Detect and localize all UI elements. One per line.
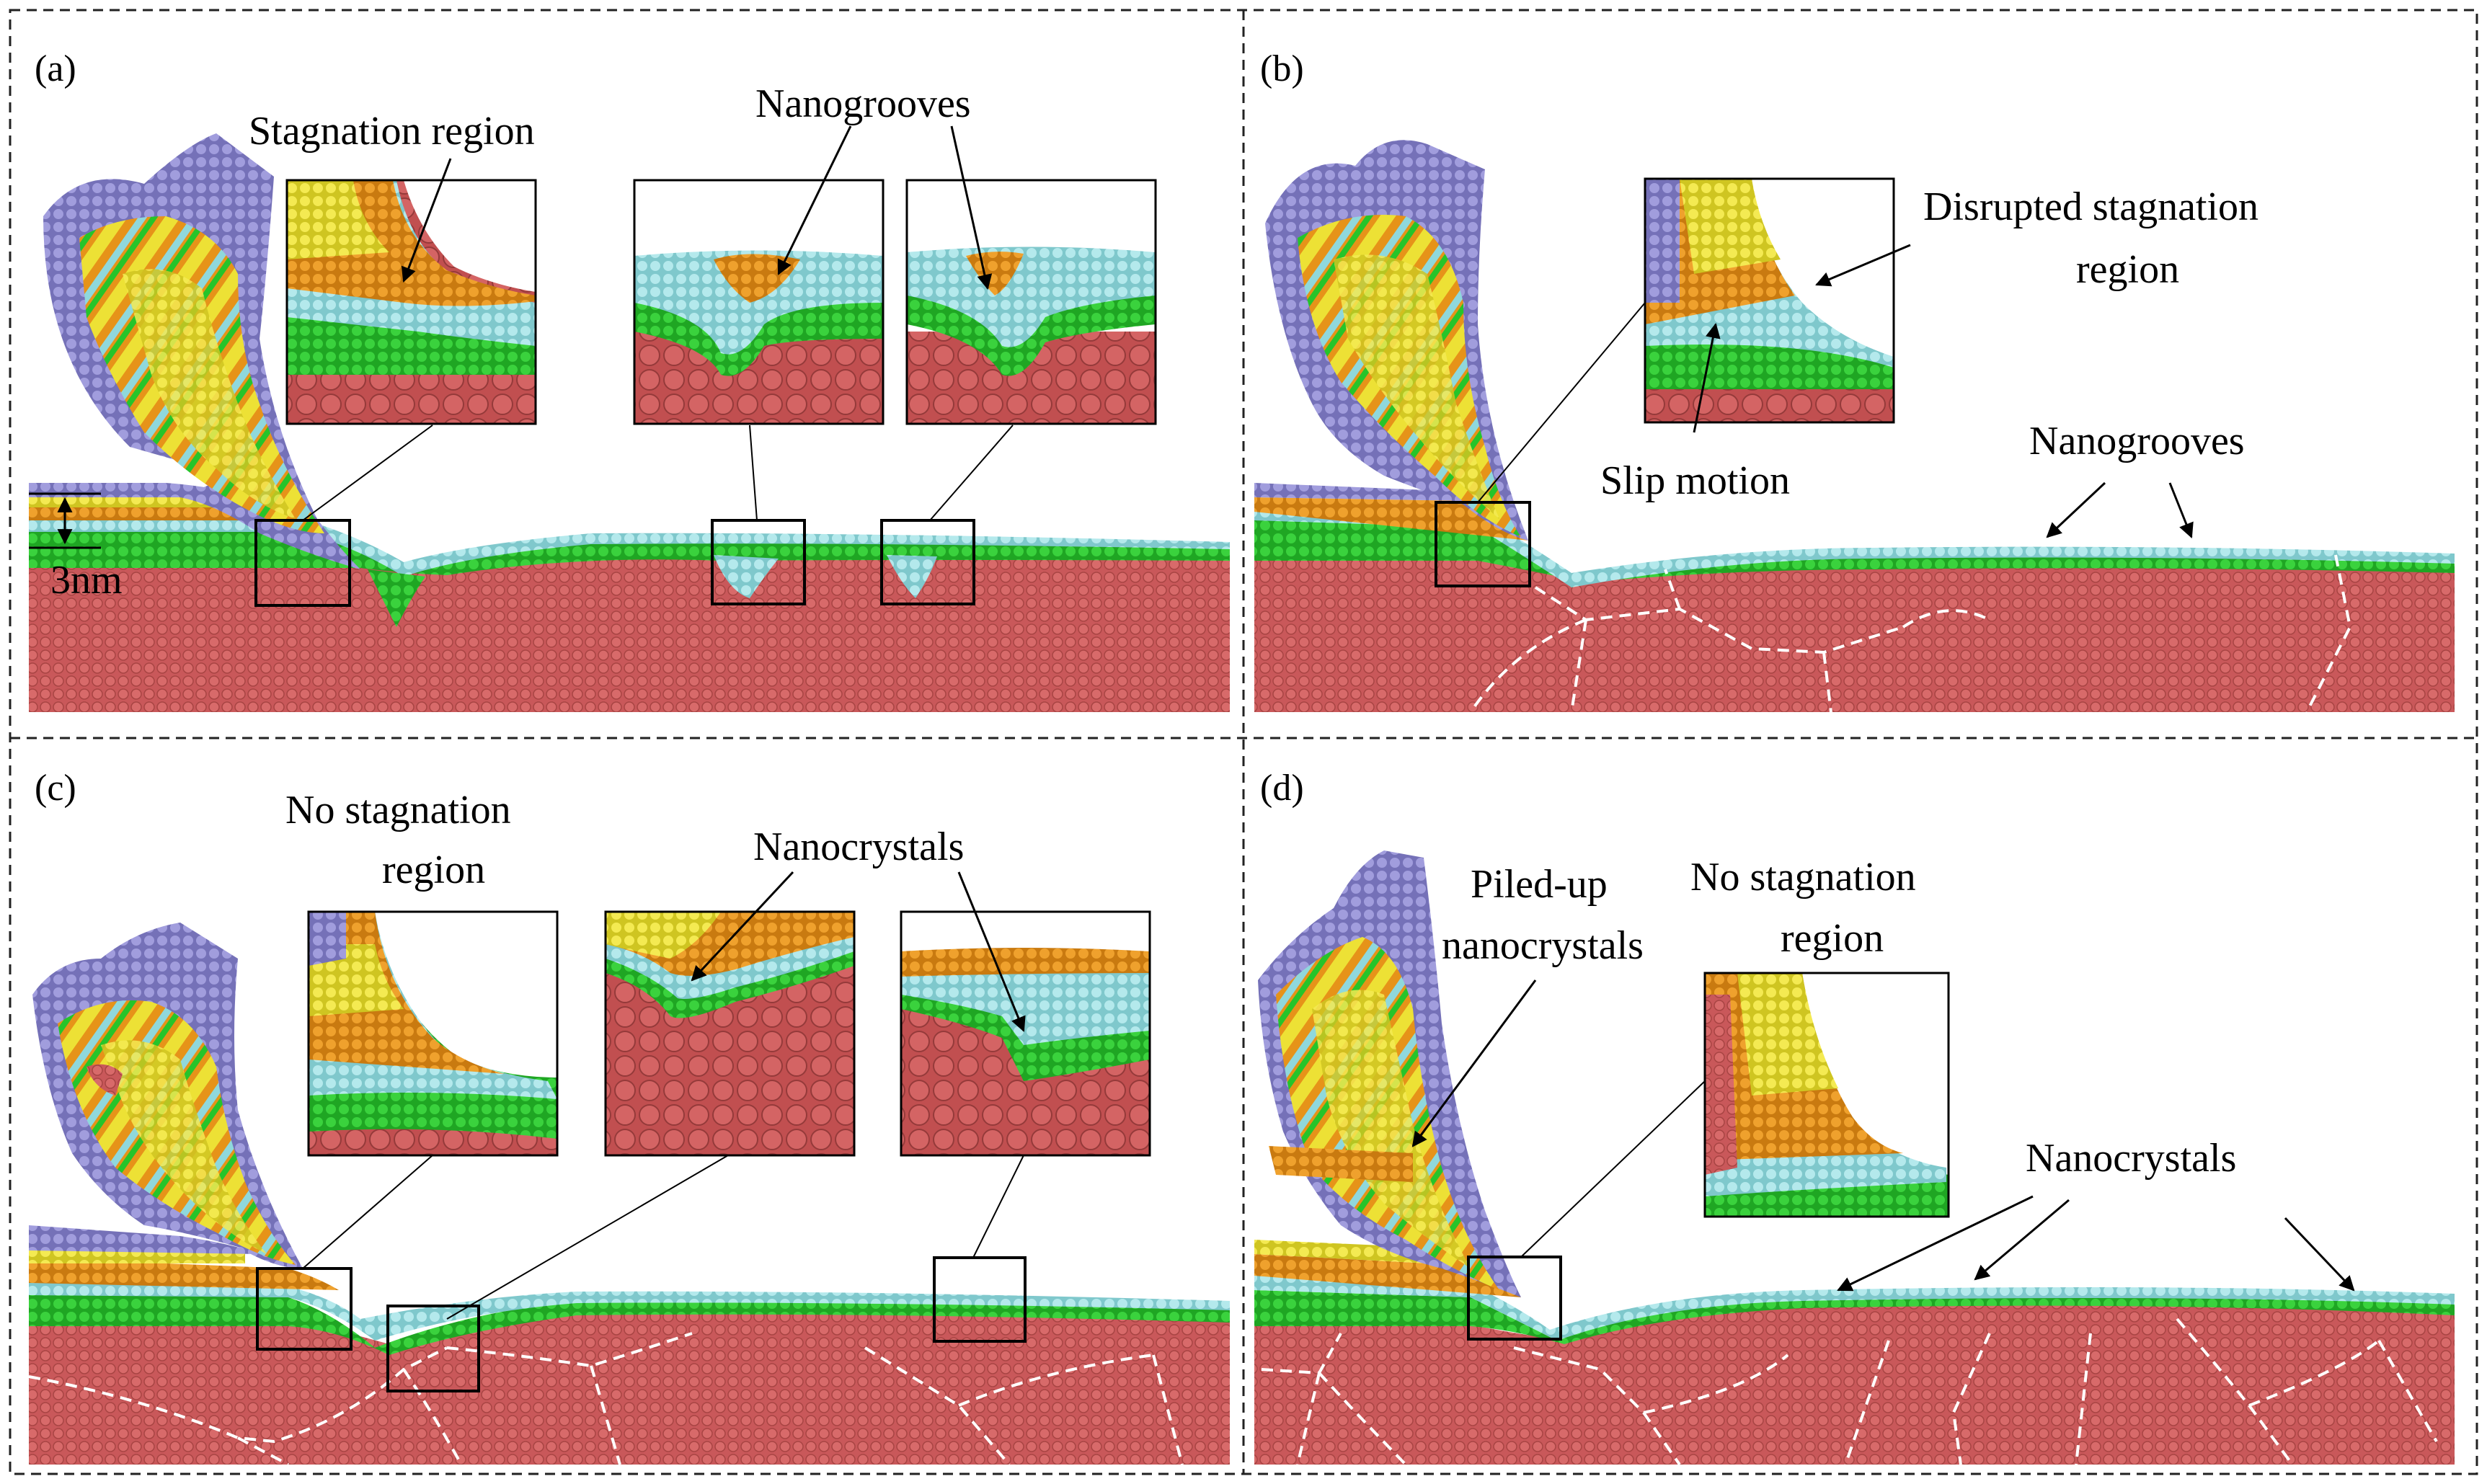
inset-groove2-a bbox=[905, 179, 1157, 425]
label-nanogrooves-b: Nanogrooves bbox=[2029, 419, 2245, 463]
label-nanocrystals-d: Nanocrystals bbox=[2026, 1136, 2236, 1181]
panel-c: (c) No stagnation region Nanocrystals bbox=[28, 768, 1230, 1466]
label-stagnation-region: Stagnation region bbox=[249, 109, 535, 154]
label-slip-motion: Slip motion bbox=[1600, 458, 1790, 503]
inset-stagnation-a bbox=[285, 179, 537, 425]
label-nanocrystals-c: Nanocrystals bbox=[753, 825, 964, 869]
scale-bar-a bbox=[29, 492, 101, 549]
label-scale-3nm: 3nm bbox=[50, 558, 123, 603]
grain-boundaries-c bbox=[28, 1332, 1184, 1466]
inset-slip-b bbox=[1644, 177, 1895, 424]
marker-box-tip-c bbox=[256, 1267, 353, 1351]
substrate-c bbox=[29, 1310, 1230, 1465]
label-no-stagnation-line1-c: No stagnation bbox=[285, 788, 511, 832]
substrate-b bbox=[1254, 555, 2455, 712]
inset-crystal2-c bbox=[900, 910, 1151, 1157]
panel-b: (b) Disrupted stagnation region Slip mot… bbox=[1254, 48, 2455, 714]
panel-letter-b: (b) bbox=[1260, 48, 1304, 89]
marker-box-groove2-a bbox=[880, 519, 975, 605]
label-no-stagnation-line1-d: No stagnation bbox=[1690, 855, 1916, 899]
panel-frames bbox=[9, 9, 2478, 1475]
inset-crystal1-c bbox=[604, 910, 856, 1157]
panel-letter-d: (d) bbox=[1260, 768, 1304, 809]
label-no-stagnation-line2-c: region bbox=[382, 848, 485, 892]
label-piled-line1: Piled-up bbox=[1471, 862, 1608, 907]
marker-box-crystal1-c bbox=[386, 1305, 480, 1392]
grain-boundaries-d bbox=[1261, 1318, 2438, 1466]
panel-d: (d) Piled-up nanocrystals No stagnation … bbox=[1254, 768, 2455, 1466]
marker-box-groove1-a bbox=[711, 519, 806, 605]
inset-groove1-a bbox=[633, 179, 885, 425]
label-disrupted-line1: Disrupted stagnation bbox=[1923, 185, 2258, 229]
label-disrupted-line2: region bbox=[2076, 247, 2179, 292]
panel-letter-a: (a) bbox=[35, 48, 76, 89]
label-no-stagnation-line2-d: region bbox=[1781, 916, 1884, 961]
marker-box-crystal2-c bbox=[933, 1256, 1027, 1343]
substrate-a bbox=[29, 553, 1230, 712]
panel-letter-c: (c) bbox=[35, 768, 76, 809]
marker-box-slip-b bbox=[1435, 501, 1531, 587]
panel-a: (a) Stagnation region Nanogrooves 3nm bbox=[29, 48, 1230, 712]
inset-tip-c bbox=[307, 910, 559, 1157]
inset-tip-d bbox=[1703, 972, 1950, 1218]
label-piled-line2: nanocrystals bbox=[1442, 923, 1644, 968]
substrate-d bbox=[1254, 1302, 2455, 1465]
marker-box-tip-d bbox=[1467, 1256, 1562, 1341]
grain-boundaries-b bbox=[1469, 554, 2352, 714]
cyan-layer-a bbox=[29, 519, 1230, 577]
label-nanogrooves-a: Nanogrooves bbox=[755, 81, 971, 126]
